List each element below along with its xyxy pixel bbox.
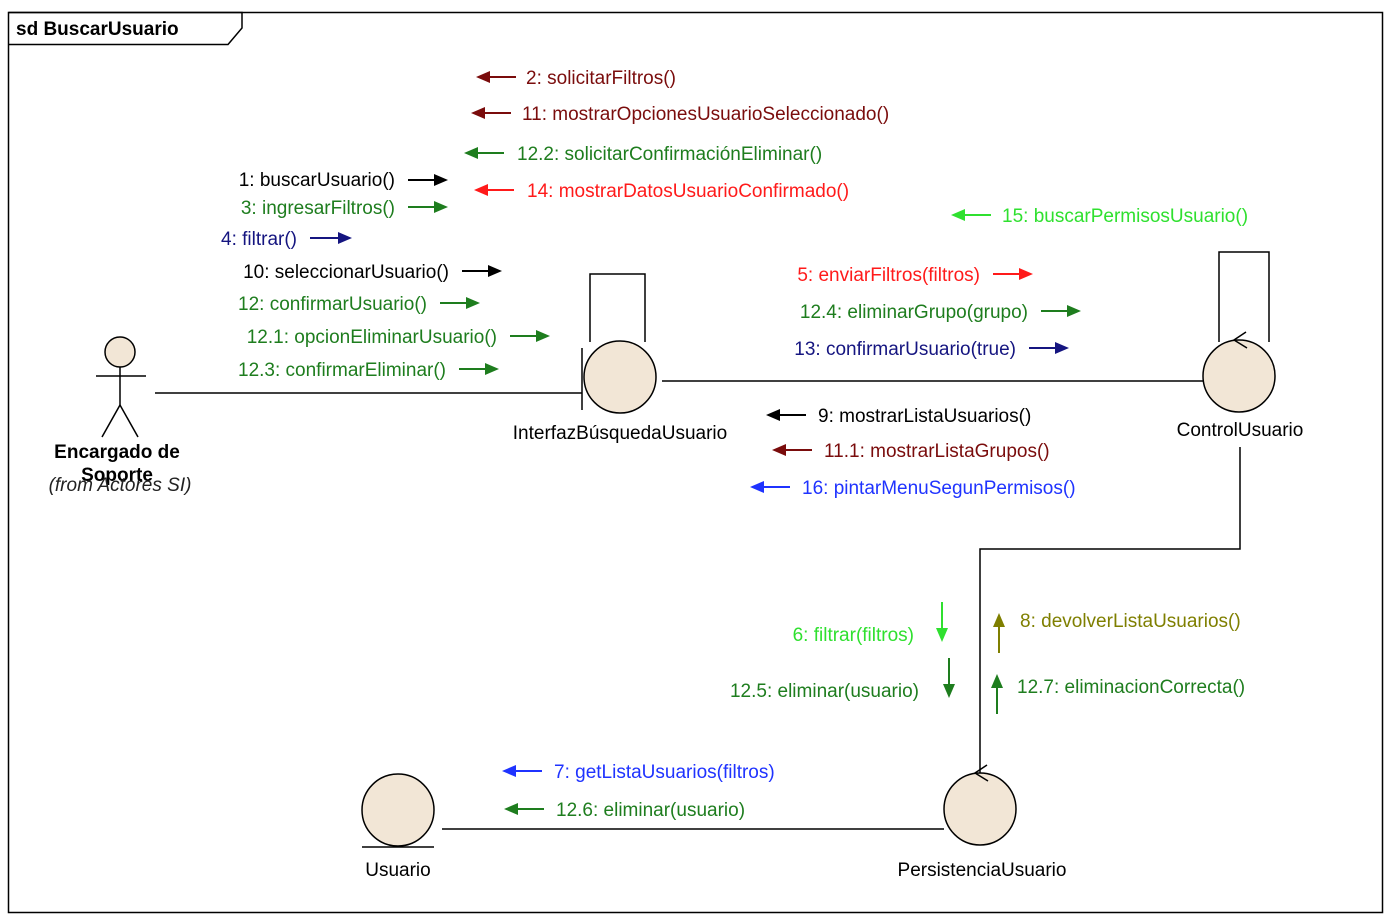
msg-7-label: 7: getListaUsuarios(filtros) [554,762,775,783]
usuario-name: Usuario [365,860,430,881]
frame-tab [8,11,243,46]
msg-13-label: 13: confirmarUsuario(true) [794,339,1016,360]
msg-12-4-arrow [1041,305,1081,317]
msg-3-label: 3: ingresarFiltros() [241,198,395,219]
control-node [1202,339,1276,413]
msg-14-arrow [474,184,514,196]
actor-from: (from Actores SI) [49,475,192,496]
control-name: ControlUsuario [1177,420,1304,441]
msg-7-arrow [502,765,542,777]
control-arrowhead [1232,331,1248,349]
msg-14-label: 14: mostrarDatosUsuarioConfirmado() [527,181,849,202]
usuario-node [361,773,435,847]
actor-name-line2: Soporte [81,465,153,486]
persistencia-arrowhead [973,764,989,782]
frame-title: sd BuscarUsuario [16,19,179,40]
actor-figure [96,336,146,438]
msg-16-arrow [750,481,790,493]
msg-10-arrow [462,265,502,277]
msg-6-label: 6: filtrar(filtros) [793,625,914,646]
msg-12-2-label: 12.2: solicitarConfirmaciónEliminar() [517,144,822,165]
msg-12-arrow [440,297,480,309]
frame-border [7,11,1384,914]
msg-8-arrow [993,613,1005,653]
msg-12-5-arrow [943,658,955,698]
msg-2-label: 2: solicitarFiltros() [526,68,676,89]
msg-8-label: 8: devolverListaUsuarios() [1020,611,1241,632]
msg-12-7-arrow [991,674,1003,714]
msg-4-arrow [310,232,352,244]
msg-9-label: 9: mostrarListaUsuarios() [818,406,1031,427]
msg-12-5-label: 12.5: eliminar(usuario) [730,681,919,702]
msg-12-3-label: 12.3: confirmarEliminar() [238,360,446,381]
self-loop-interfaz [589,273,646,342]
msg-12-2-arrow [464,147,504,159]
link-control-persistencia [979,447,1241,775]
msg-12-1-label: 12.1: opcionEliminarUsuario() [247,327,497,348]
msg-12-6-label: 12.6: eliminar(usuario) [556,800,745,821]
interfaz-node [583,340,657,414]
msg-12-1-arrow [510,330,550,342]
actor-name-line1: Encargado de [54,442,180,463]
msg-15-label: 15: buscarPermisosUsuario() [1002,206,1248,227]
msg-13-arrow [1029,342,1069,354]
msg-12-7-label: 12.7: eliminacionCorrecta() [1017,677,1245,698]
msg-11-arrow [471,107,511,119]
msg-6-arrow [936,602,948,642]
msg-2-arrow [476,71,516,83]
msg-11-label: 11: mostrarOpcionesUsuarioSeleccionado() [522,104,889,125]
msg-1-label: 1: buscarUsuario() [239,170,395,191]
msg-12-4-label: 12.4: eliminarGrupo(grupo) [800,302,1028,323]
msg-5-arrow [993,268,1033,280]
msg-12-6-arrow [504,803,544,815]
msg-10-label: 10: seleccionarUsuario() [243,262,449,283]
msg-3-arrow [408,201,448,213]
msg-1-arrow [408,174,448,186]
persistencia-node [943,772,1017,846]
persistencia-name: PersistenciaUsuario [898,860,1067,881]
msg-11-1-label: 11.1: mostrarListaGrupos() [824,441,1050,462]
msg-11-1-arrow [772,444,812,456]
self-loop-control [1218,251,1270,342]
msg-15-arrow [951,209,991,221]
msg-5-label: 5: enviarFiltros(filtros) [797,265,980,286]
msg-12-label: 12: confirmarUsuario() [238,294,427,315]
interfaz-name: InterfazBúsquedaUsuario [513,423,727,444]
msg-4-label: 4: filtrar() [221,229,297,250]
msg-16-label: 16: pintarMenuSegunPermisos() [802,478,1076,499]
msg-9-arrow [766,409,806,421]
msg-12-3-arrow [459,363,499,375]
